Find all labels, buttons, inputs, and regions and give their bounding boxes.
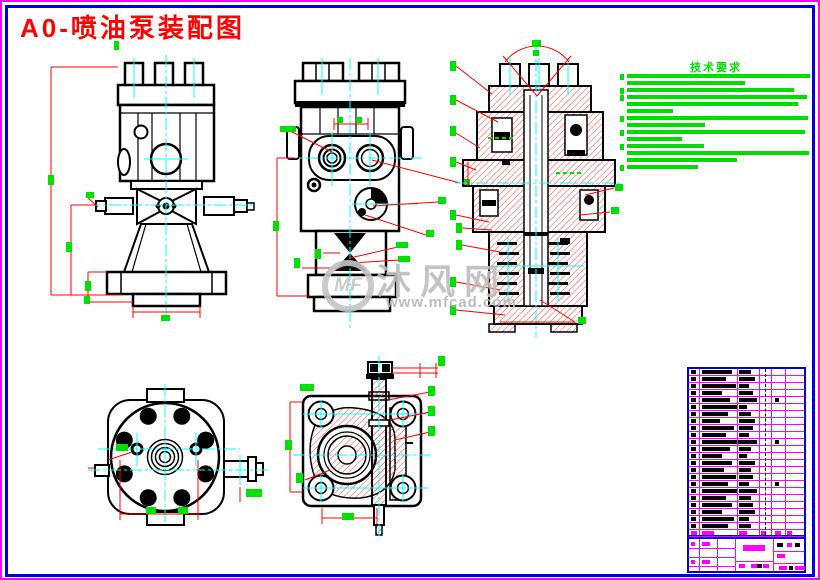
bolt-lobes [115,407,215,507]
bom-column-line [699,369,700,535]
bom-row [689,467,804,474]
bom-row [689,418,804,425]
bom-row [689,390,804,397]
note-line [620,137,812,144]
bom-row [689,439,804,446]
front-view [48,41,255,321]
note-line [620,123,812,130]
bom-row [689,453,804,460]
note-line [620,88,812,95]
bom-row [689,460,804,467]
note-line [620,158,812,165]
bom-row [689,383,804,390]
note-line [620,95,812,102]
bom-column-line [737,369,738,535]
bom-row [689,474,804,481]
note-line [620,144,812,151]
title-block-name-bar [743,545,765,551]
technical-notes: 技术要求 [620,62,812,172]
bom-row [689,369,804,376]
side-section-view [285,356,445,540]
bom-row [689,481,804,488]
parts-list-table [687,367,806,537]
bom-row [689,376,804,383]
note-line [620,130,812,137]
bottom-view [88,384,268,526]
note-line [620,81,812,88]
section-view [450,38,623,338]
technical-notes-title: 技术要求 [690,62,742,74]
note-line [620,74,812,81]
bom-column-line [771,369,772,535]
bom-row [689,432,804,439]
bom-column-line [785,369,786,535]
bom-row [689,523,804,530]
side-view [273,58,470,330]
bom-row [689,509,804,516]
bom-row [689,495,804,502]
note-line [620,151,812,158]
note-line [620,102,812,109]
bom-row [689,502,804,509]
watermark-site-name: 沐风网 [376,263,509,302]
bom-header-row [689,530,804,537]
bom-row [689,411,804,418]
drawing-frame [5,5,815,577]
watermark-logo: MF [322,260,374,312]
bom-row [689,516,804,523]
note-line [620,116,812,123]
bom-row [689,446,804,453]
note-line [620,165,812,172]
bom-row [689,404,804,411]
watermark: MF 沐风网 www.mfcad.com [320,254,516,314]
watermark-site-url: www.mfcad.com [386,294,517,311]
technical-notes-lines [620,74,812,172]
bom-column-line [759,369,760,535]
bom-row [689,488,804,495]
note-line [620,109,812,116]
drawing-title: A0-喷油泵装配图 [20,13,245,43]
bom-dashed-line [765,369,766,535]
bom-row [689,397,804,404]
title-block [687,537,806,573]
bom-row [689,425,804,432]
